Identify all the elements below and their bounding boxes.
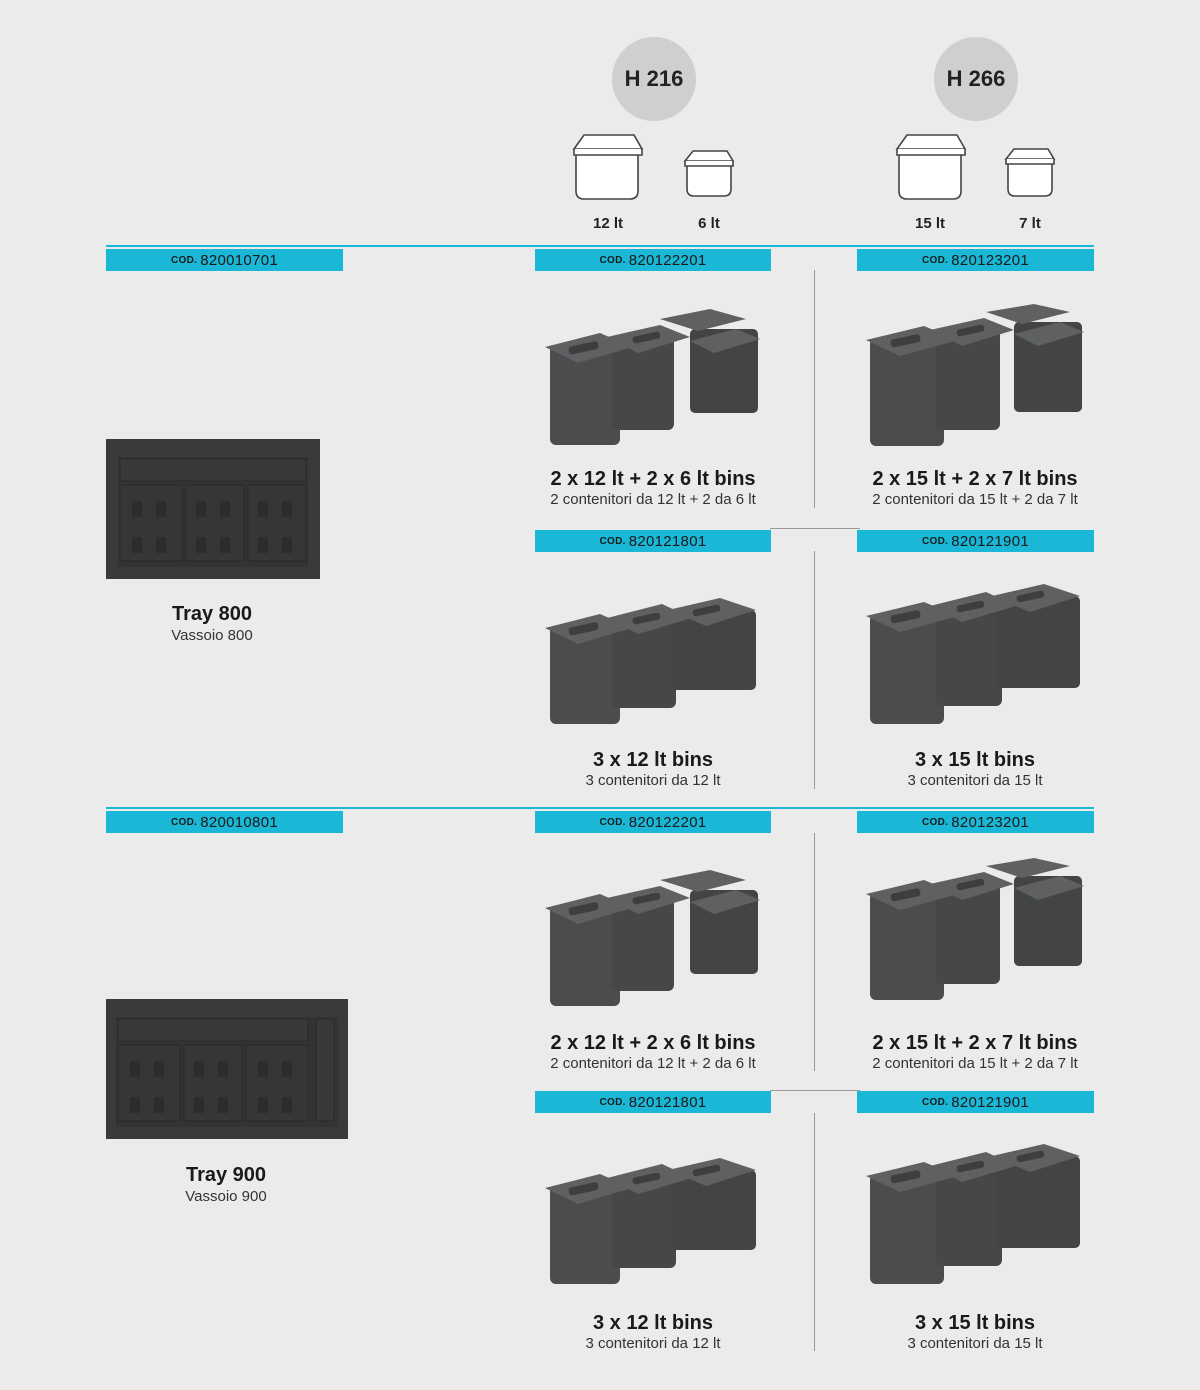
kit-subtitle: 2 contenitori da 12 lt + 2 da 6 lt bbox=[550, 491, 756, 508]
kit-subtitle: 3 contenitori da 15 lt bbox=[907, 772, 1043, 789]
tray-800-image bbox=[106, 439, 320, 579]
kit-title: 3 x 12 lt bins bbox=[592, 1312, 714, 1334]
bins-2x15-2x7-image bbox=[866, 858, 1084, 1000]
kit-subtitle: 2 contenitori da 12 lt + 2 da 6 lt bbox=[550, 1055, 756, 1072]
kit-subtitle: 3 contenitori da 15 lt bbox=[907, 1335, 1043, 1352]
kit-code-label: COD.820122201 bbox=[535, 249, 771, 271]
section-divider bbox=[106, 245, 1094, 247]
column-divider bbox=[814, 551, 815, 789]
row-divider bbox=[770, 528, 860, 529]
row-divider bbox=[770, 1090, 860, 1091]
kit-title: 2 x 12 lt + 2 x 6 lt bins bbox=[550, 468, 756, 490]
bins-2x12-2x6-image bbox=[545, 870, 760, 1006]
bins-2x15-2x7-image bbox=[866, 304, 1084, 446]
kit-code-label: COD.820121901 bbox=[857, 530, 1094, 552]
section-divider bbox=[106, 807, 1094, 809]
kit-title: 2 x 15 lt + 2 x 7 lt bins bbox=[872, 1032, 1078, 1054]
kit-title: 2 x 12 lt + 2 x 6 lt bins bbox=[550, 1032, 756, 1054]
bin-12lt-icon bbox=[572, 134, 644, 200]
kit-title: 3 x 15 lt bins bbox=[914, 749, 1036, 771]
kit-subtitle: 3 contenitori da 12 lt bbox=[585, 772, 721, 789]
height-label: H 266 bbox=[946, 66, 1006, 91]
tray-subtitle: Vassoio 800 bbox=[171, 627, 253, 644]
height-badge-216: H 216 bbox=[612, 37, 696, 121]
tray-title: Tray 900 bbox=[185, 1164, 267, 1186]
kit-code-label: COD.820121801 bbox=[535, 530, 771, 552]
kit-code-label: COD.820121801 bbox=[535, 1091, 771, 1113]
kit-code-label: COD.820122201 bbox=[535, 811, 771, 833]
kit-title: 3 x 15 lt bins bbox=[914, 1312, 1036, 1334]
kit-subtitle: 3 contenitori da 12 lt bbox=[585, 1335, 721, 1352]
bins-3x12-image bbox=[545, 598, 756, 724]
bins-3x15-image bbox=[866, 1144, 1080, 1284]
bins-3x12-image bbox=[545, 1158, 756, 1284]
volume-label: 15 lt bbox=[914, 215, 945, 232]
kit-code-label: COD.820121901 bbox=[857, 1091, 1094, 1113]
kit-title: 2 x 15 lt + 2 x 7 lt bins bbox=[872, 468, 1078, 490]
tray-title: Tray 800 bbox=[171, 603, 253, 625]
kit-title: 3 x 12 lt bins bbox=[592, 749, 714, 771]
volume-label: 6 lt bbox=[698, 215, 720, 232]
column-divider bbox=[814, 1113, 815, 1351]
tray-code-label: COD.820010801 bbox=[106, 811, 343, 833]
kit-code-label: COD.820123201 bbox=[857, 249, 1094, 271]
bin-6lt-icon bbox=[683, 150, 735, 197]
bins-2x12-2x6-image bbox=[545, 309, 760, 445]
volume-label: 7 lt bbox=[1019, 215, 1041, 232]
column-divider bbox=[814, 270, 815, 508]
kit-subtitle: 2 contenitori da 15 lt + 2 da 7 lt bbox=[872, 491, 1078, 508]
bin-15lt-icon bbox=[895, 134, 967, 200]
tray-code-label: COD.820010701 bbox=[106, 249, 343, 271]
tray-900-image bbox=[106, 999, 348, 1139]
bins-3x15-image bbox=[866, 584, 1080, 724]
volume-label: 12 lt bbox=[592, 215, 623, 232]
height-badge-266: H 266 bbox=[934, 37, 1018, 121]
kit-subtitle: 2 contenitori da 15 lt + 2 da 7 lt bbox=[872, 1055, 1078, 1072]
height-label: H 216 bbox=[624, 66, 684, 91]
kit-code-label: COD.820123201 bbox=[857, 811, 1094, 833]
bin-7lt-icon bbox=[1004, 148, 1056, 197]
column-divider bbox=[814, 833, 815, 1071]
tray-subtitle: Vassoio 900 bbox=[185, 1188, 267, 1205]
